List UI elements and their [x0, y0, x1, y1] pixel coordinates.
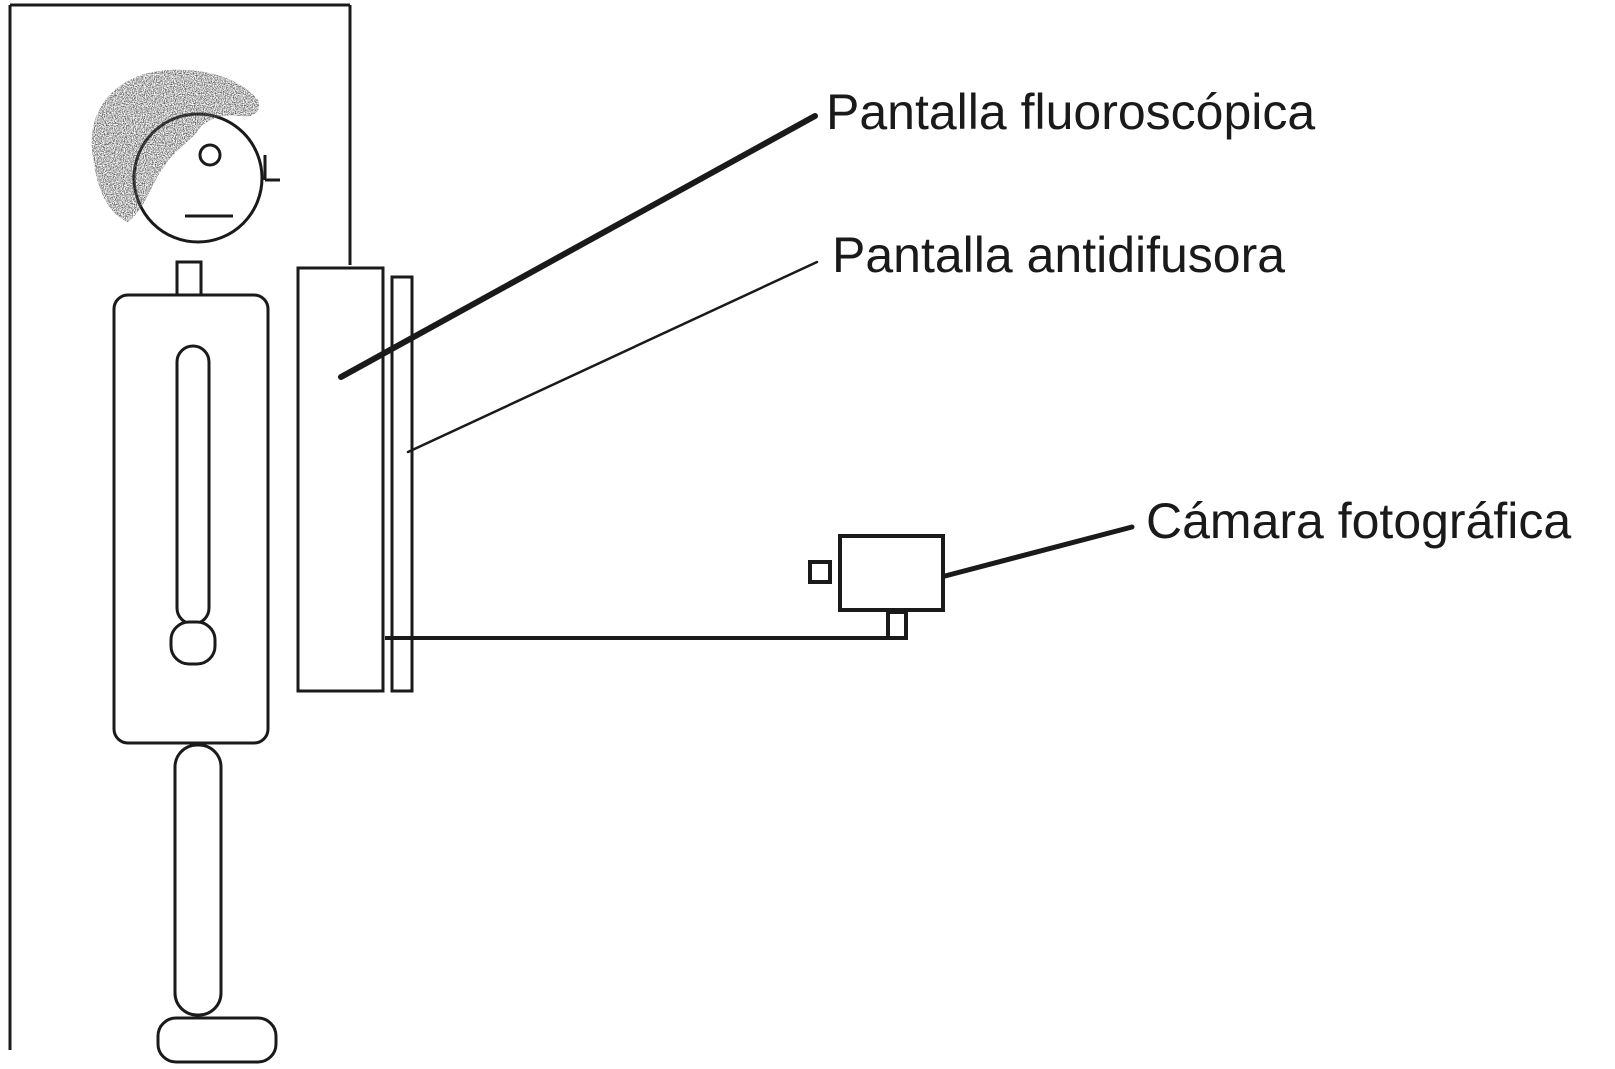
label-camera: Cámara fotográfica: [1146, 493, 1572, 549]
leader-lines: [338, 113, 1135, 579]
fluoroscopic-screen: [296, 266, 385, 693]
leader-camera: [942, 524, 1135, 579]
leg: [173, 743, 223, 1017]
hand: [169, 620, 217, 666]
neck: [175, 260, 203, 297]
camera-viewfinder: [808, 560, 832, 584]
label-antiscatter-screen: Pantalla antidifusora: [832, 227, 1286, 283]
standing-person-figure: [91, 69, 280, 1064]
hair: [91, 69, 260, 222]
camera-icon: [808, 534, 945, 640]
camera-mount: [886, 610, 908, 640]
foot: [156, 1016, 278, 1064]
leader-antiscatter: [406, 260, 819, 454]
wall-frame: [8, 3, 352, 1050]
eye: [198, 143, 222, 167]
antiscatter-screen: [390, 275, 414, 693]
arm: [175, 344, 211, 626]
label-fluoroscopic-screen: Pantalla fluoroscópica: [826, 84, 1316, 140]
camera-body: [838, 534, 945, 612]
leader-fluoroscopic: [338, 113, 818, 380]
